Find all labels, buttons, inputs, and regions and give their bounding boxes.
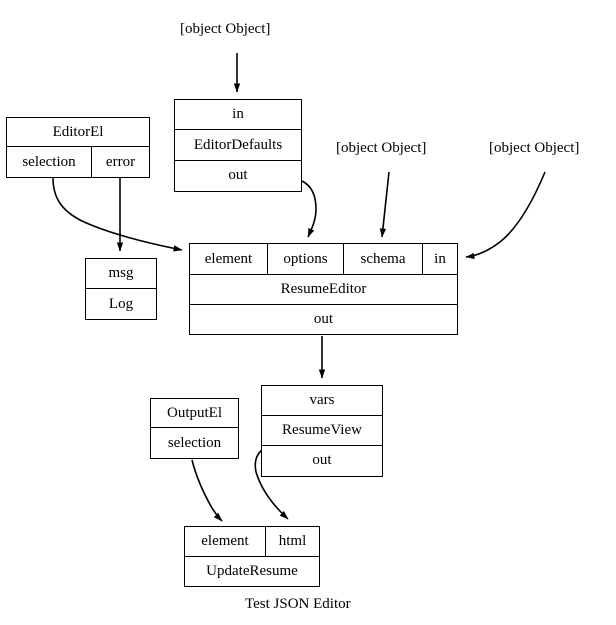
node-resumeeditor-row-title: ResumeEditor	[190, 275, 457, 305]
external-input-label-2: [object Object]	[336, 140, 427, 156]
node-resumeeditor-title: ResumeEditor	[280, 281, 367, 297]
node-editordefaults-row-out: out	[175, 161, 301, 191]
node-resumeeditor-row-ports: element options schema in	[190, 244, 457, 275]
node-updateresume-row-title: UpdateResume	[185, 557, 319, 586]
node-editordefaults-title: EditorDefaults	[193, 136, 283, 153]
node-resumeview[interactable]: vars ResumeView out	[261, 385, 383, 477]
port-editordefaults-out[interactable]: out	[228, 167, 248, 184]
port-editorel-error[interactable]: error	[105, 153, 136, 170]
graph-caption: Test JSON Editor	[245, 596, 351, 612]
port-resumeview-vars[interactable]: vars	[309, 392, 335, 409]
node-resumeview-row-title: ResumeView	[262, 416, 382, 446]
edge-input2-to-resumeeditor-schema	[379, 171, 390, 238]
edge-editordefaults-out-to-resumeeditor-options	[301, 180, 317, 238]
node-resumeeditor[interactable]: element options schema in ResumeEditor o…	[189, 243, 458, 335]
node-updateresume-title: UpdateResume	[206, 563, 298, 579]
node-outputel-row-selection: selection	[151, 428, 238, 458]
port-updateresume-element[interactable]: element	[185, 527, 266, 556]
node-editorel[interactable]: EditorEl selection error	[6, 117, 150, 178]
external-input-label-1: [object Object]	[180, 21, 271, 37]
port-resumeview-out[interactable]: out	[312, 452, 332, 469]
node-updateresume-row-ports: element html	[185, 527, 319, 557]
node-outputel-title: OutputEl	[167, 404, 222, 421]
node-resumeview-row-out: out	[262, 446, 382, 476]
node-resumeview-title: ResumeView	[282, 422, 362, 438]
node-editordefaults[interactable]: in EditorDefaults out	[174, 99, 302, 192]
port-editorel-selection[interactable]: selection	[7, 147, 92, 177]
node-editordefaults-row-title: EditorDefaults	[175, 130, 301, 161]
port-log-msg[interactable]: msg	[108, 265, 134, 281]
edge-input3-to-resumeeditor-in	[465, 171, 546, 260]
port-resumeeditor-out[interactable]: out	[313, 311, 334, 327]
node-log[interactable]: msg Log	[85, 258, 157, 320]
node-resumeview-row-vars: vars	[262, 386, 382, 417]
node-editordefaults-row-in: in	[175, 100, 301, 131]
node-updateresume[interactable]: element html UpdateResume	[184, 526, 320, 587]
node-log-row-msg: msg	[86, 259, 156, 290]
node-outputel[interactable]: OutputEl selection	[150, 398, 239, 459]
node-editorel-row-ports: selection error	[7, 147, 149, 177]
port-outputel-selection[interactable]: selection	[167, 434, 222, 451]
edge-editorel-selection-to-resumeeditor-element	[52, 177, 183, 252]
port-editordefaults-in[interactable]: in	[232, 106, 244, 123]
node-editorel-row-title: EditorEl	[7, 118, 149, 148]
edge-outputel-selection-to-updateresume-element	[191, 459, 223, 522]
port-resumeeditor-in[interactable]: in	[434, 250, 446, 267]
port-resumeeditor-options[interactable]: options	[268, 244, 344, 274]
node-resumeeditor-row-out: out	[190, 305, 457, 334]
node-log-row-title: Log	[86, 289, 156, 319]
port-resumeeditor-element[interactable]: element	[190, 244, 268, 274]
node-log-title: Log	[108, 295, 134, 312]
node-outputel-row-title: OutputEl	[151, 399, 238, 429]
port-resumeeditor-schema[interactable]: schema	[344, 244, 423, 274]
external-input-label-3: [object Object]	[489, 140, 580, 156]
port-updateresume-html[interactable]: html	[278, 533, 307, 549]
node-editorel-title: EditorEl	[52, 123, 104, 140]
